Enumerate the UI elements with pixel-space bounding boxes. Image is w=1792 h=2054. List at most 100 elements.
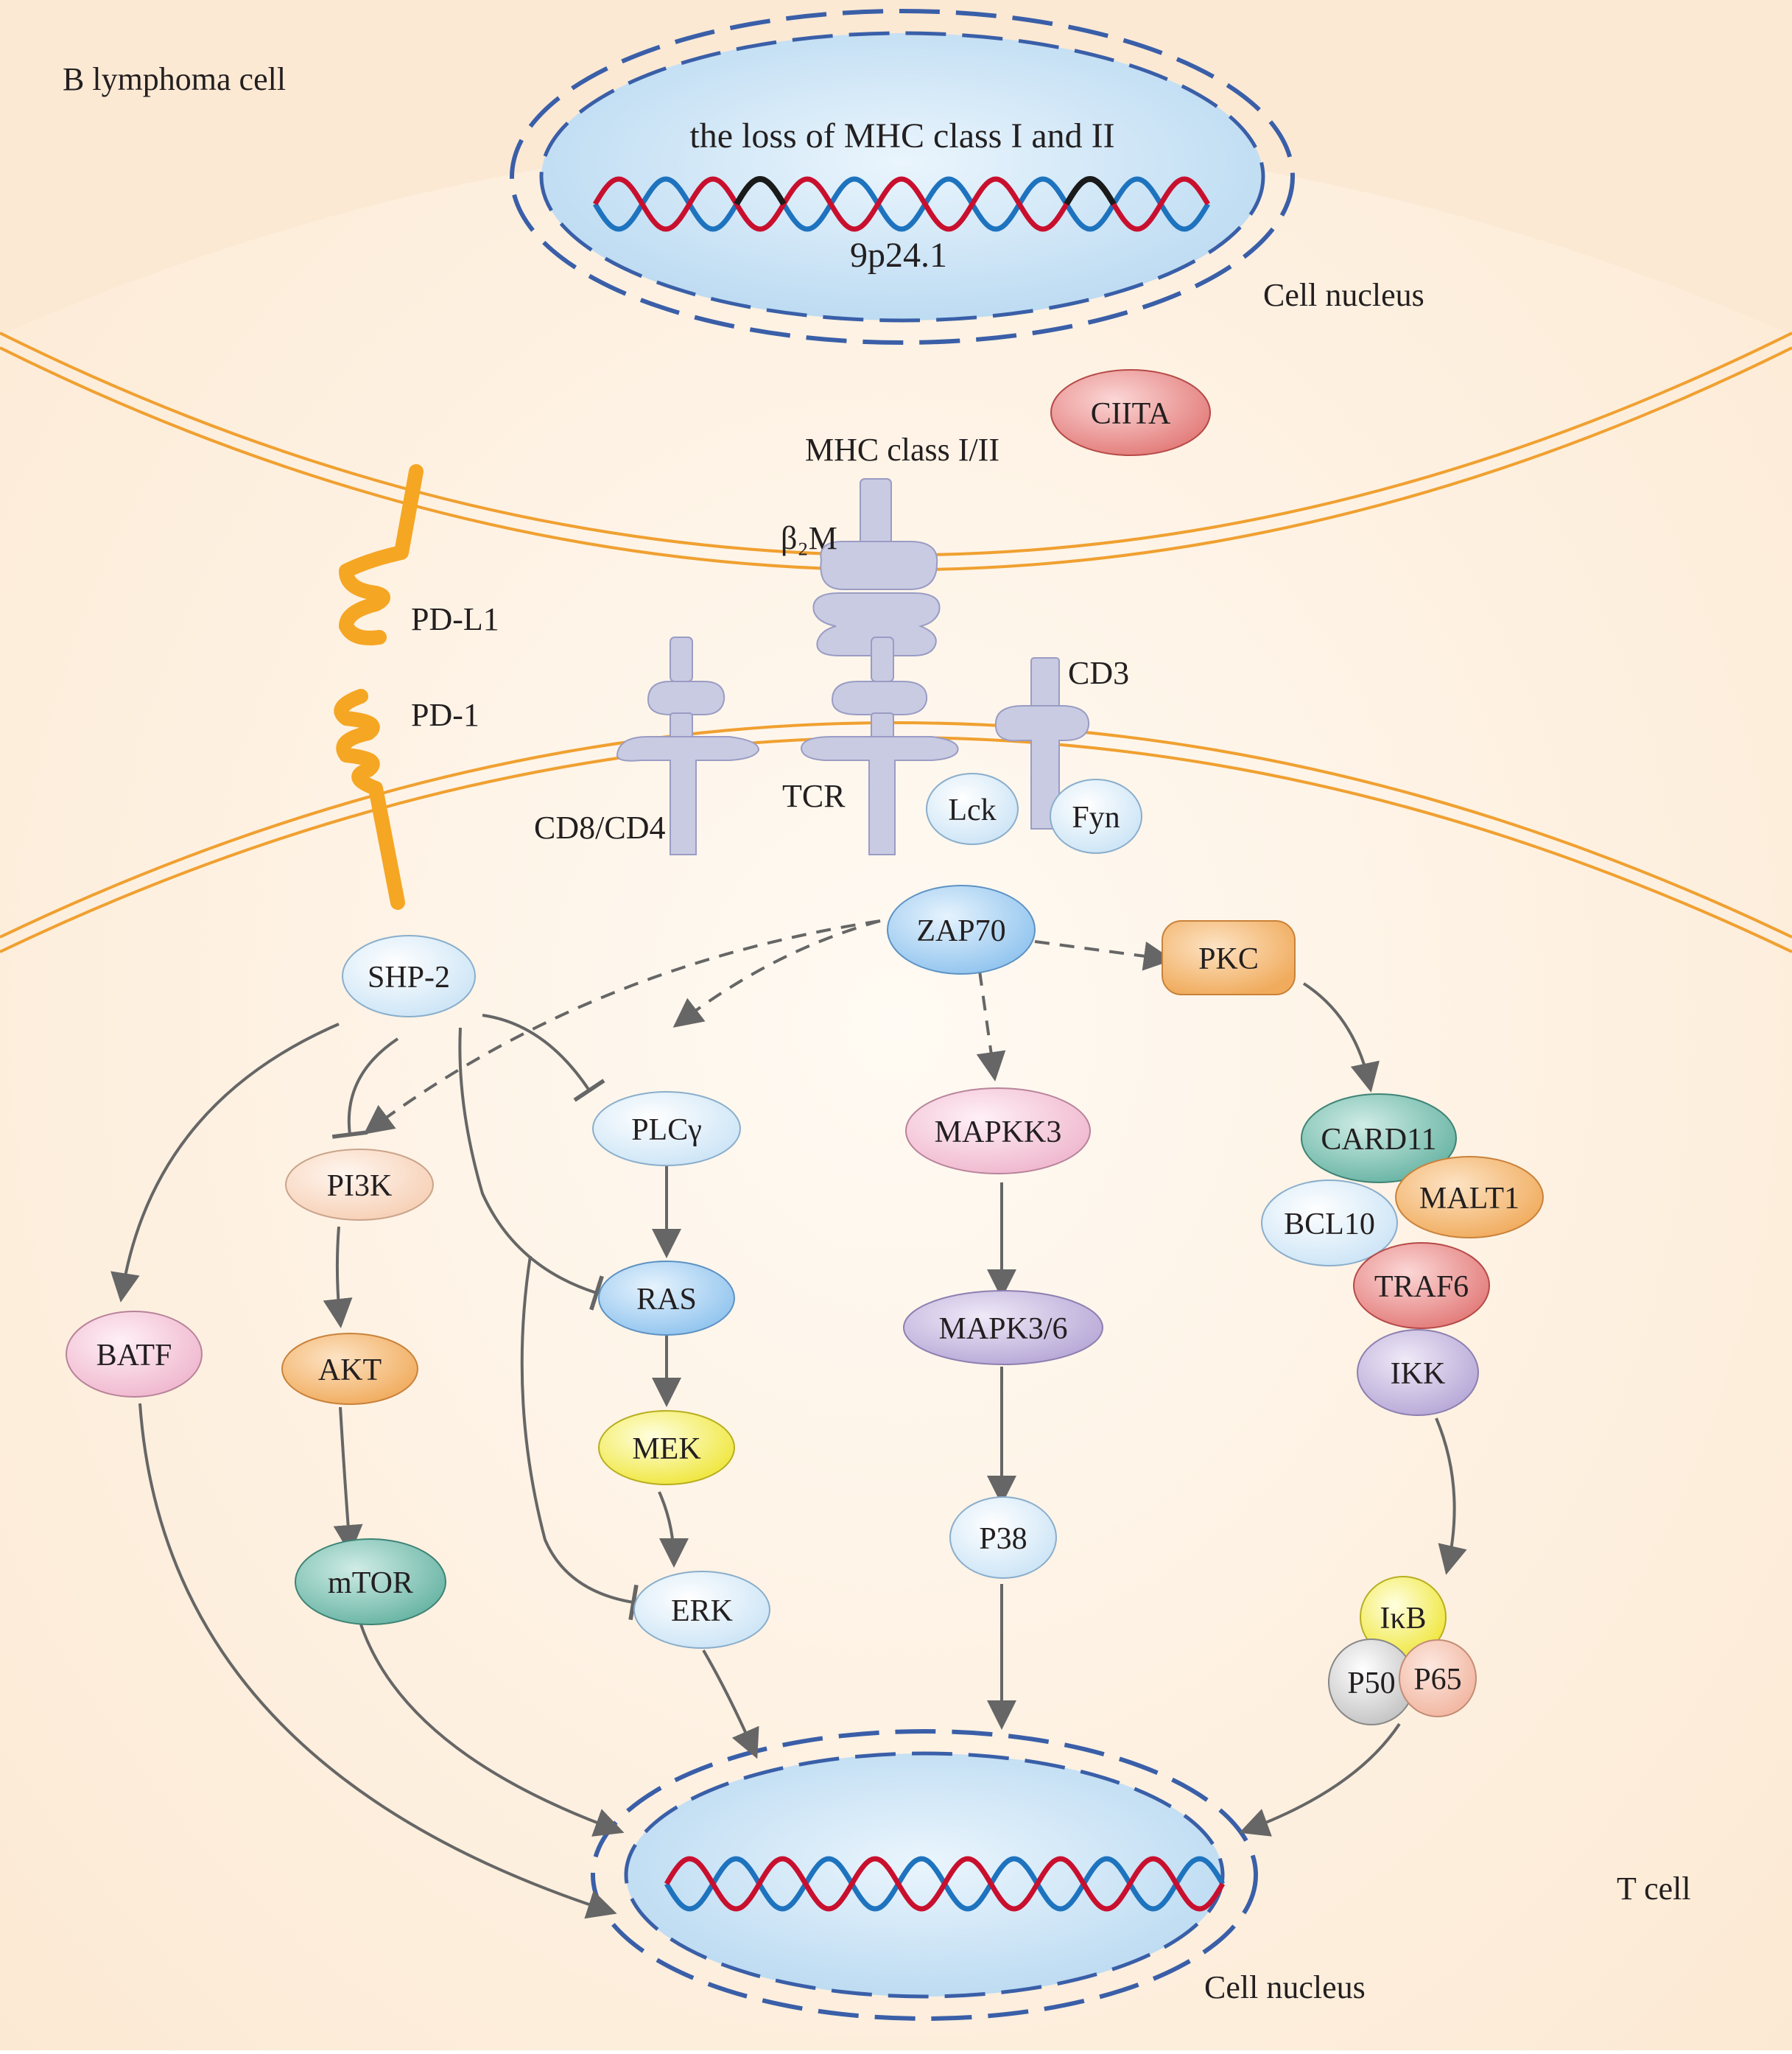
node-mtor: mTOR — [295, 1538, 446, 1625]
arrow-ikk-ikb — [1435, 1417, 1467, 1575]
node-p65: P65 — [1399, 1639, 1477, 1717]
arrow-pkc-card11 — [1302, 982, 1380, 1093]
node-p38: P38 — [949, 1496, 1057, 1579]
node-ikk: IKK — [1357, 1329, 1479, 1416]
node-zap70-label: ZAP70 — [916, 914, 1005, 948]
node-p50: P50 — [1328, 1638, 1415, 1725]
node-mapk36-label: MAPK3/6 — [938, 1312, 1067, 1346]
node-erk-shape — [633, 1571, 770, 1649]
arrow-shp2-batf — [110, 1023, 340, 1303]
node-pkc-shape — [1162, 920, 1296, 995]
node-shp2: SHP-2 — [342, 935, 476, 1017]
dna-lost-segment — [1064, 175, 1117, 206]
node-plcg: PLCγ — [592, 1091, 741, 1166]
pd1-label: PD-1 — [411, 697, 479, 733]
tcr-label: TCR — [782, 778, 846, 814]
node-bcl10-shape — [1261, 1180, 1398, 1266]
inhibit-shp2-ras — [458, 1027, 604, 1311]
node-batf-label: BATF — [96, 1339, 172, 1373]
arrow-pi3k-akt — [323, 1226, 353, 1328]
node-p38-shape — [949, 1496, 1057, 1579]
arrow-zap70-plcg — [672, 919, 881, 1028]
node-zap70: ZAP70 — [887, 885, 1036, 975]
node-batf-shape — [66, 1311, 203, 1398]
cd8cd4-receptor — [616, 637, 760, 855]
bottom-nucleus-label: Cell nucleus — [1204, 1969, 1366, 2005]
node-card11-label: CARD11 — [1321, 1123, 1436, 1157]
node-p50-label: P50 — [1347, 1666, 1395, 1700]
b-cell-label: B lymphoma cell — [63, 61, 286, 97]
node-ikb: IκB — [1360, 1576, 1447, 1658]
node-ras-label: RAS — [636, 1283, 697, 1317]
node-lck: Lck — [926, 773, 1019, 845]
pdl1-receptor — [339, 464, 424, 645]
arrow-akt-mtor — [333, 1406, 363, 1554]
dna-lost-segment — [734, 175, 787, 206]
node-malt1: MALT1 — [1395, 1156, 1544, 1238]
node-mapk36: MAPK3/6 — [903, 1290, 1103, 1365]
node-zap70-shape — [887, 885, 1036, 975]
cd3-receptor — [994, 657, 1090, 830]
node-bcl10: BCL10 — [1261, 1180, 1398, 1266]
mhc-complex — [812, 478, 941, 656]
node-mapk36-shape — [903, 1290, 1103, 1365]
node-p65-label: P65 — [1413, 1663, 1461, 1697]
top-nucleus-title: the loss of MHC class I and II — [689, 116, 1114, 155]
mhc-label: MHC class I/II — [805, 432, 999, 468]
node-batf: BATF — [66, 1311, 203, 1398]
node-card11-shape — [1301, 1093, 1457, 1183]
dna-strand-blue — [593, 176, 1210, 232]
bottom-nucleus-envelope-outer — [591, 1729, 1258, 2021]
node-mapkk3-shape — [905, 1087, 1091, 1174]
top-nucleus: the loss of MHC class I and II 9p24.1 Ce… — [510, 9, 1424, 345]
cd3-label: CD3 — [1068, 655, 1129, 691]
node-traf6-label: TRAF6 — [1374, 1270, 1469, 1304]
pdl1-label: PD-L1 — [411, 601, 499, 637]
node-akt: AKT — [281, 1333, 418, 1405]
arrow-zap70-mapkk3 — [976, 970, 1006, 1082]
node-ras-shape — [598, 1261, 735, 1336]
node-ciita-shape — [1050, 369, 1211, 456]
node-p65-shape — [1399, 1639, 1477, 1717]
node-pi3k-label: PI3K — [327, 1169, 393, 1203]
node-mtor-shape — [295, 1538, 446, 1625]
node-ciita: CIITA — [1050, 369, 1211, 456]
node-shp2-label: SHP-2 — [368, 961, 450, 995]
node-malt1-label: MALT1 — [1419, 1182, 1519, 1216]
node-lck-shape — [926, 773, 1019, 845]
node-shp2-shape — [342, 935, 476, 1017]
arrow-nfkb-nucleus — [1239, 1722, 1401, 1837]
node-mek: MEK — [598, 1410, 735, 1485]
arrow-batf-nucleus — [138, 1403, 617, 1919]
node-akt-label: AKT — [318, 1353, 382, 1387]
node-ras: RAS — [598, 1261, 735, 1336]
inhibit-shp2-pi3k — [331, 1037, 399, 1139]
b-cell-body — [0, 0, 1792, 335]
node-mapkk3-label: MAPKK3 — [935, 1115, 1062, 1149]
dna-strand-red — [664, 1856, 1226, 1912]
node-traf6-shape — [1353, 1242, 1490, 1329]
node-mek-label: MEK — [632, 1432, 700, 1466]
connectors — [110, 919, 1467, 1919]
node-pi3k-shape — [285, 1149, 434, 1221]
node-pkc: PKC — [1162, 920, 1296, 995]
bottom-nucleus: Cell nucleus — [591, 1729, 1366, 2021]
node-malt1-shape — [1395, 1156, 1544, 1238]
b2m-label: β₂M — [781, 520, 837, 556]
arrow-erk-nucleus — [702, 1649, 759, 1759]
arrow-zap70-pkc — [1034, 940, 1173, 971]
node-fyn: Fyn — [1050, 779, 1142, 854]
node-pi3k: PI3K — [285, 1149, 434, 1221]
node-ikk-label: IKK — [1391, 1357, 1446, 1391]
node-ikk-shape — [1357, 1329, 1479, 1416]
bottom-dna-helix — [664, 1856, 1226, 1912]
node-fyn-label: Fyn — [1072, 801, 1120, 835]
inhibit-shp2-plcg — [482, 1014, 605, 1102]
node-mtor-label: mTOR — [328, 1566, 413, 1600]
node-mek-shape — [598, 1410, 735, 1485]
node-ciita-label: CIITA — [1091, 397, 1171, 431]
node-erk: ERK — [633, 1571, 770, 1649]
